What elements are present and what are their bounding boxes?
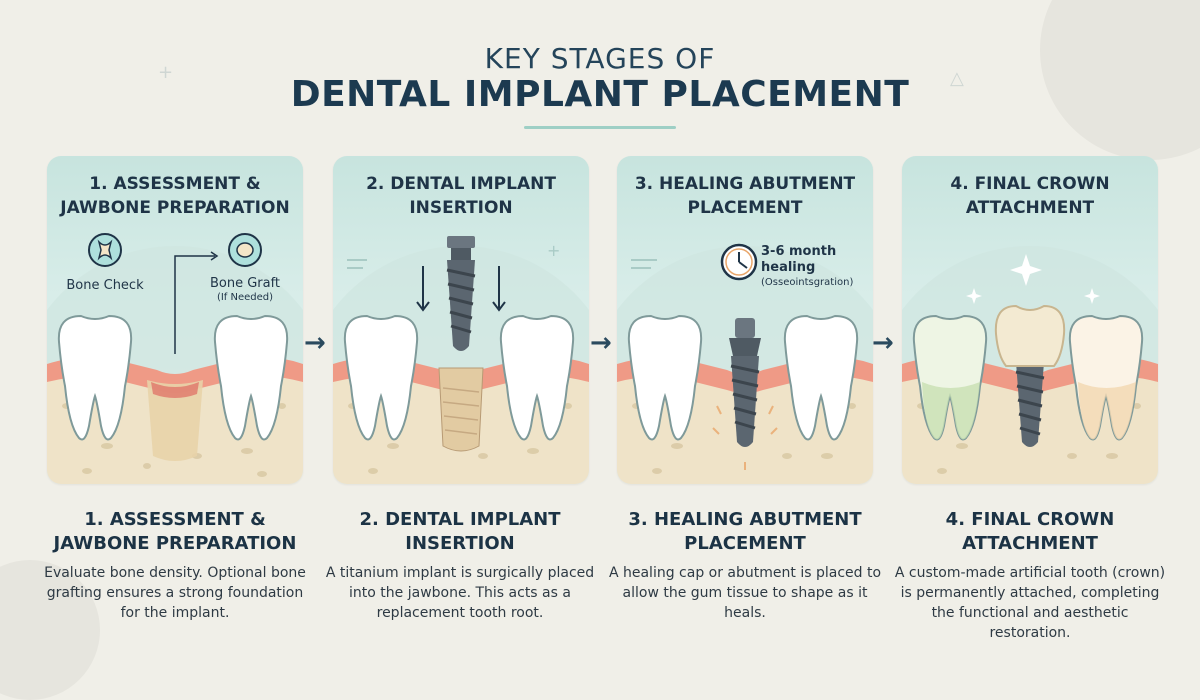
caption-title-line: 2. DENTAL IMPLANT — [359, 509, 561, 530]
stage-4-caption-title: 4. FINAL CROWN ATTACHMENT — [890, 508, 1170, 556]
triangle-decoration-icon: △ — [950, 68, 964, 89]
caption-title-line: 1. ASSESSMENT & — [84, 509, 266, 530]
stage-3-description: A healing cap or abutment is placed to a… — [608, 565, 882, 621]
panel-title-line: 3. HEALING ABUTMENT — [634, 174, 856, 194]
stage-arrow-icon: → — [872, 328, 894, 358]
page-title: DENTAL IMPLANT PLACEMENT — [290, 74, 910, 115]
stage-1-panel: 1. ASSESSMENT & JAWBONE PREPARATION Bone… — [47, 156, 303, 484]
panel-title-line: ATTACHMENT — [965, 198, 1095, 218]
caption-title-line: ATTACHMENT — [962, 533, 1098, 554]
caption-title-line: 4. FINAL CROWN — [945, 509, 1115, 530]
stage-4-panel: 4. FINAL CROWN ATTACHMENT — [902, 156, 1158, 484]
healing-word-label: healing — [761, 260, 816, 275]
stage-4-description: A custom-made artificial tooth (crown) i… — [894, 565, 1166, 641]
plus-decoration-icon: + — [158, 62, 174, 83]
caption-title-line: 3. HEALING ABUTMENT — [628, 509, 862, 530]
panel-title-line: PLACEMENT — [687, 198, 803, 218]
caption-title-line: JAWBONE PREPARATION — [53, 533, 297, 554]
panel-title-line: JAWBONE PREPARATION — [60, 198, 290, 218]
bone-graft-label: Bone Graft — [209, 276, 281, 291]
panel-title-line: 2. DENTAL IMPLANT — [366, 174, 556, 194]
healing-note-label: (Osseointsgration) — [761, 277, 854, 288]
panel-title-line: 4. FINAL CROWN — [950, 174, 1110, 194]
panel-title: 3. HEALING ABUTMENT PLACEMENT — [617, 172, 873, 220]
title-underline — [524, 126, 676, 129]
stage-1-caption-title: 1. ASSESSMENT & JAWBONE PREPARATION — [35, 508, 315, 556]
panel-title-line: INSERTION — [409, 198, 513, 218]
panel-title-line: 1. ASSESSMENT & — [89, 174, 261, 194]
bone-check-label: Bone Check — [66, 278, 144, 293]
stage-3-panel: 3. HEALING ABUTMENT PLACEMENT 3-6 month … — [617, 156, 873, 484]
panel-title: 1. ASSESSMENT & JAWBONE PREPARATION — [47, 172, 303, 220]
stage-2-panel: + 2. DENTAL IMPLANT INSER — [333, 156, 589, 484]
caption-title-line: INSERTION — [405, 533, 515, 554]
bone-graft-note: (If Needed) — [216, 292, 274, 303]
stage-arrow-icon: → — [590, 328, 612, 358]
stage-arrow-icon: → — [304, 328, 326, 358]
healing-time-label: 3-6 month — [761, 244, 837, 259]
stage-1-description: Evaluate bone density. Optional bone gra… — [44, 565, 306, 621]
panel-title: 2. DENTAL IMPLANT INSERTION — [333, 172, 589, 220]
stage-3-caption-title: 3. HEALING ABUTMENT PLACEMENT — [605, 508, 885, 556]
svg-text:+: + — [547, 241, 560, 260]
stage-2-caption-title: 2. DENTAL IMPLANT INSERTION — [320, 508, 600, 556]
stage-2-description: A titanium implant is surgically placed … — [325, 565, 595, 621]
title-kicker: KEY STAGES OF — [484, 42, 716, 75]
panel-title: 4. FINAL CROWN ATTACHMENT — [902, 172, 1158, 220]
caption-title-line: PLACEMENT — [684, 533, 806, 554]
